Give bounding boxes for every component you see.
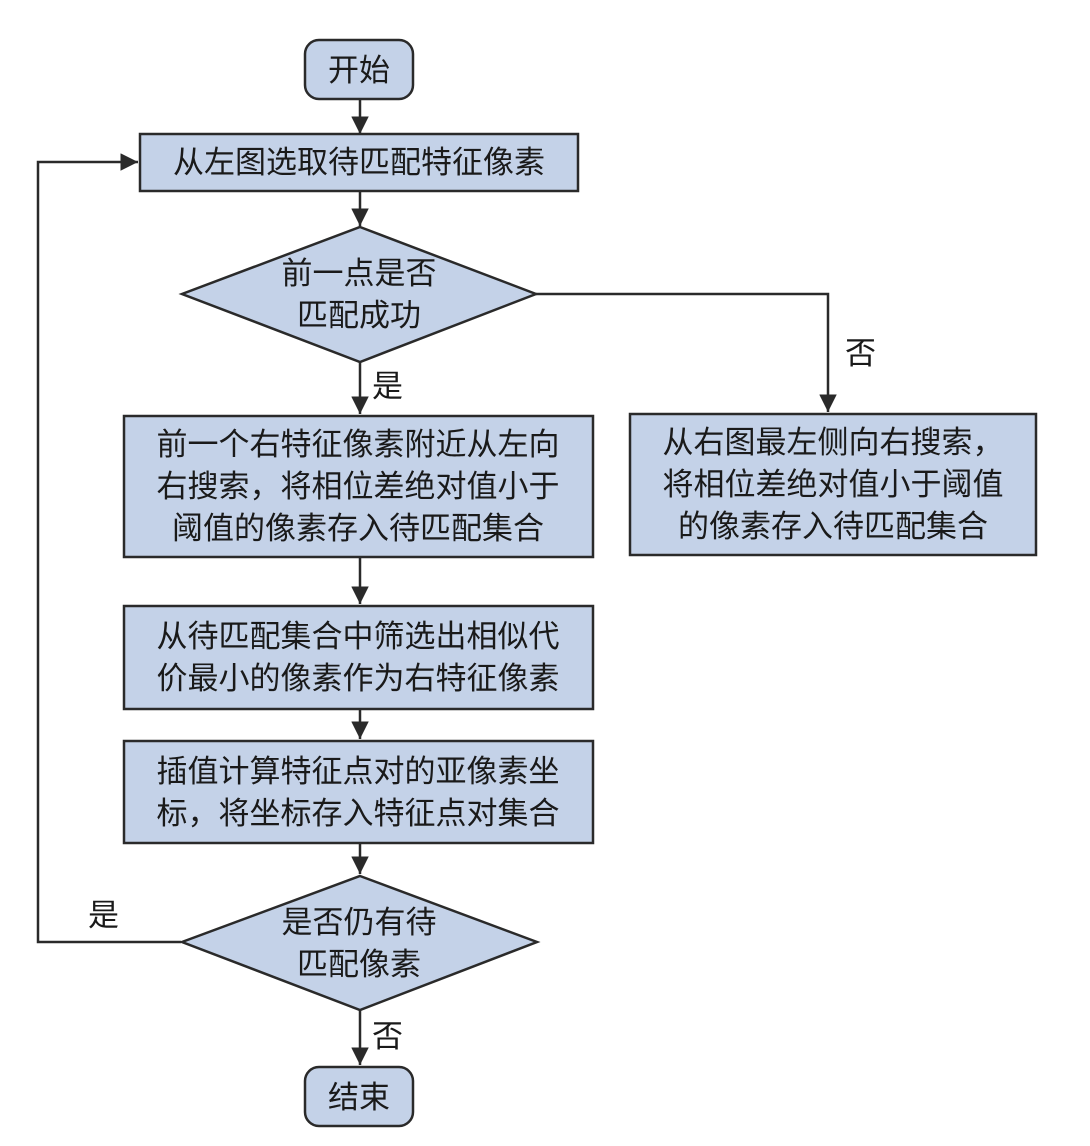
node-filter-min-cost-text: 从待匹配集合中筛选出相似代价最小的像素作为右特征像素 (157, 619, 560, 697)
node-text-line: 前一点是否 (282, 256, 437, 292)
node-text-line: 匹配像素 (297, 947, 421, 983)
node-end: 结束 (303, 1065, 415, 1128)
node-search-full: 从右图最左侧向右搜索， 将相位差绝对值小于阈值的像素存入待匹配集合 (628, 412, 1038, 557)
connectors (36, 99, 837, 1065)
node-text-line: 开始 (328, 53, 390, 89)
node-end-text: 结束 (328, 1080, 390, 1116)
node-text-line: 的像素存入待匹配集合 (678, 509, 988, 545)
node-text-line: 从左图选取待匹配特征像素 (173, 145, 545, 181)
node-search-full-text: 从右图最左侧向右搜索， 将相位差绝对值小于阈值的像素存入待匹配集合 (663, 425, 1004, 545)
arrow-remaining-yes-loop (36, 153, 181, 944)
node-text-line: 匹配成功 (297, 298, 421, 334)
node-text-line: 价最小的像素作为右特征像素 (157, 661, 560, 697)
node-search-near-text: 前一个右特征像素附近从左向右搜索，将相位差绝对值小于阈值的像素存入待匹配集合 (157, 427, 560, 547)
edge-label-prev-yes: 是 (372, 369, 403, 405)
node-text-line: 将相位差绝对值小于阈值 (663, 467, 1004, 503)
node-text-line: 从右图最左侧向右搜索， (663, 425, 1004, 461)
node-select-pixel: 从左图选取待匹配特征像素 (138, 132, 580, 193)
node-select-pixel-text: 从左图选取待匹配特征像素 (173, 145, 545, 181)
node-text-line: 从待匹配集合中筛选出相似代 (157, 619, 560, 655)
arrow-decision-no (536, 292, 837, 412)
node-start: 开始 (303, 38, 415, 101)
node-text-line: 前一个右特征像素附近从左向 (157, 427, 560, 463)
node-text-line: 是否仍有待 (282, 905, 437, 941)
node-start-text: 开始 (328, 53, 390, 89)
node-filter-min-cost: 从待匹配集合中筛选出相似代价最小的像素作为右特征像素 (122, 604, 595, 711)
decision-prev-match-text: 前一点是否匹配成功 (282, 256, 437, 334)
node-interpolate-subpixel: 插值计算特征点对的亚像素坐标，将坐标存入特征点对集合 (122, 739, 595, 845)
edge-label-prev-no: 否 (845, 336, 876, 372)
node-text-line: 结束 (328, 1080, 390, 1116)
node-text-line: 右搜索，将相位差绝对值小于 (157, 469, 560, 505)
edge-label-remaining-yes: 是 (88, 898, 119, 934)
node-text-line: 阈值的像素存入待匹配集合 (172, 511, 544, 547)
decision-prev-match: 前一点是否匹配成功 (178, 225, 540, 364)
node-interpolate-subpixel-text: 插值计算特征点对的亚像素坐标，将坐标存入特征点对集合 (157, 754, 560, 832)
node-text-line: 插值计算特征点对的亚像素坐 (157, 754, 560, 790)
decision-remaining-pixels: 是否仍有待匹配像素 (178, 874, 541, 1012)
decision-remaining-pixels-text: 是否仍有待匹配像素 (282, 905, 437, 983)
edge-label-remaining-no: 否 (372, 1019, 403, 1055)
node-text-line: 标，将坐标存入特征点对集合 (157, 796, 560, 832)
node-search-near: 前一个右特征像素附近从左向右搜索，将相位差绝对值小于阈值的像素存入待匹配集合 (122, 414, 595, 559)
